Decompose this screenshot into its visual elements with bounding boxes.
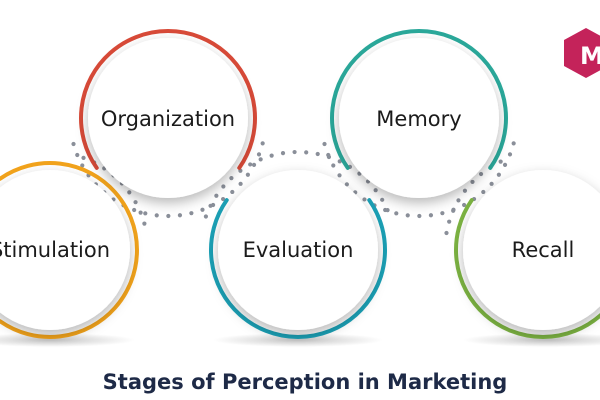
ground-shadows xyxy=(0,333,600,347)
page-title: Stages of Perception in Marketing xyxy=(103,370,508,394)
connector-dot xyxy=(447,219,452,224)
connector-dot xyxy=(269,153,274,158)
connector-dot xyxy=(138,210,143,215)
connector-dot xyxy=(362,197,367,202)
connector-dot xyxy=(133,200,138,205)
connector-dot xyxy=(417,213,422,219)
connector-dot xyxy=(428,213,434,218)
connector-dot xyxy=(221,184,226,189)
connector-dot xyxy=(280,151,286,156)
connector-dot xyxy=(256,152,262,157)
connector-dot xyxy=(511,141,516,146)
connector-dot xyxy=(478,171,484,177)
connector-dot xyxy=(132,207,137,213)
stage-arc xyxy=(209,198,387,339)
connector-dot xyxy=(470,179,475,185)
connector-dot xyxy=(230,189,235,195)
connector-dot xyxy=(373,188,378,193)
connector-dot xyxy=(208,203,213,208)
connector-dot xyxy=(481,189,486,195)
connector-dot xyxy=(451,208,456,213)
connector-dot xyxy=(71,141,76,147)
stage-evaluation: Evaluation xyxy=(209,170,387,339)
connector-dot xyxy=(229,175,234,181)
ground-shadow xyxy=(213,333,383,347)
stage-label: Evaluation xyxy=(243,238,354,262)
stage-arc xyxy=(79,29,257,170)
stage-arc xyxy=(330,29,508,170)
connector-dot xyxy=(498,159,503,164)
connector-dot xyxy=(142,221,147,226)
connector-dot xyxy=(143,211,148,216)
connector-dot xyxy=(444,230,449,236)
brand-logo: M xyxy=(564,28,600,78)
connector-dot xyxy=(251,162,257,168)
connector-dot xyxy=(154,213,159,218)
stage-arc xyxy=(454,198,600,339)
connector-dot xyxy=(322,141,327,147)
connector-dot xyxy=(315,151,320,157)
connector-dot xyxy=(292,149,297,155)
connector-dot xyxy=(304,150,309,155)
ground-shadow xyxy=(463,333,600,347)
stage-arc xyxy=(0,161,139,339)
connector-dot xyxy=(245,172,250,177)
stage-circle xyxy=(339,38,499,198)
stage-label: Memory xyxy=(376,107,461,131)
connector-dot xyxy=(214,193,219,198)
connector-dot xyxy=(462,202,467,208)
connector-dot xyxy=(337,173,342,178)
stage-label: Recall xyxy=(512,238,575,262)
connector-dot xyxy=(189,211,194,216)
connector-dot xyxy=(248,162,253,167)
connector-dot xyxy=(177,213,183,218)
connector-dot xyxy=(496,172,501,177)
connector-dot xyxy=(326,152,331,158)
stage-circle xyxy=(218,170,378,330)
stage-circle xyxy=(463,170,600,330)
connector-dot xyxy=(220,196,226,202)
stage-memory: Memory xyxy=(330,29,508,198)
connector-dot xyxy=(502,162,508,168)
stage-recall: Recall xyxy=(454,170,600,339)
connector-dot xyxy=(383,207,388,213)
connector-dot xyxy=(258,157,263,162)
connector-dot xyxy=(331,163,336,168)
connector-dot xyxy=(462,188,468,193)
connector-dot xyxy=(81,155,86,161)
stage-organization: Organization xyxy=(79,29,257,198)
stage-circle xyxy=(88,38,248,198)
connector-dot xyxy=(260,141,265,146)
connector-dot xyxy=(380,197,385,202)
connector-dot xyxy=(127,190,132,195)
connector-dot xyxy=(507,152,513,157)
connector-dot xyxy=(200,207,205,212)
brand-logo-letter: M xyxy=(580,42,600,70)
connector-dot xyxy=(405,213,410,218)
connector-dot xyxy=(75,152,80,158)
connector-dot xyxy=(166,213,171,219)
connector-dot xyxy=(440,211,445,216)
stage-label: Stimulation xyxy=(0,238,110,262)
connector-dot xyxy=(394,211,399,216)
stage-stimulation: Stimulation xyxy=(0,161,139,339)
brand-logo-hexagon-icon xyxy=(564,28,600,78)
connector-dot xyxy=(357,171,362,176)
connector-dot xyxy=(238,181,243,186)
stage-label: Organization xyxy=(101,107,235,131)
connector-dot xyxy=(203,214,209,219)
connector-dot xyxy=(344,182,349,187)
connector-dot xyxy=(489,181,494,186)
connector-dot xyxy=(456,198,461,203)
stage-circle xyxy=(0,170,130,330)
